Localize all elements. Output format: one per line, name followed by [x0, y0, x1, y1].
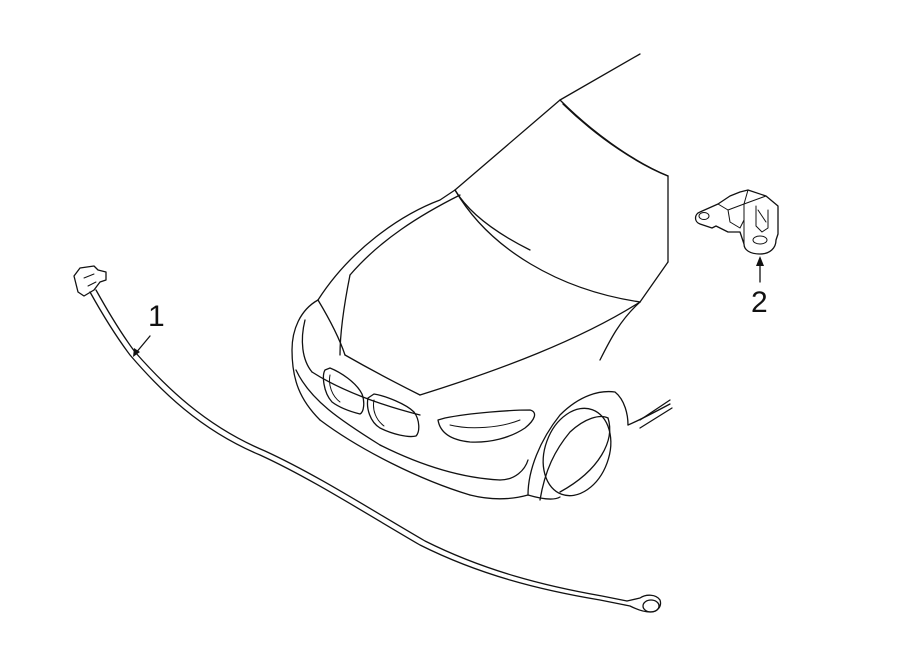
sensor-bracket-icon: [694, 189, 779, 255]
car-front-outline-icon: [291, 53, 673, 501]
callout-label-1: 1: [148, 300, 165, 333]
callout-2-leader: [756, 256, 764, 283]
callout-1-leader: [133, 335, 151, 357]
callout-label-2: 2: [751, 286, 768, 319]
